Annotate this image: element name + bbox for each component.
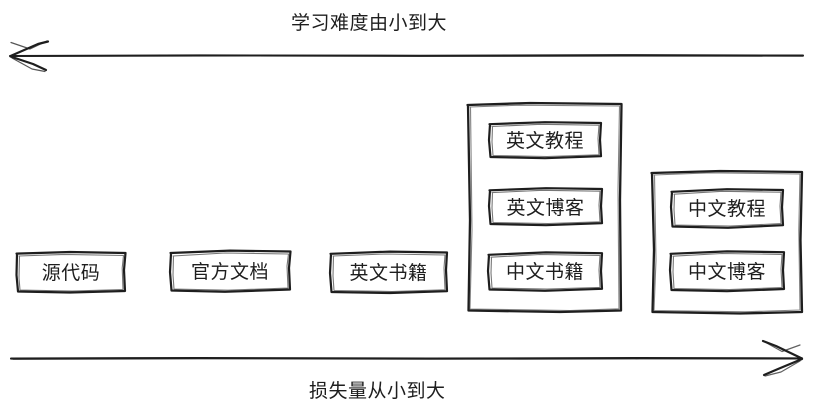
node-label: 英文教程 <box>505 131 584 152</box>
node-chinese-blog[interactable]: 中文博客 <box>670 252 784 290</box>
node-label: 源代码 <box>41 262 101 284</box>
node-label: 官方文档 <box>190 261 269 283</box>
node-source-code[interactable]: 源代码 <box>16 252 126 292</box>
node-label: 中文书籍 <box>505 262 584 283</box>
information-loss-axis-line <box>9 356 804 360</box>
english-resources-group[interactable] <box>467 103 622 312</box>
information-loss-arrowhead-right <box>761 339 804 377</box>
information-loss-axis-label: 损失量从小到大 <box>309 381 446 402</box>
node-label: 中文教程 <box>687 199 766 220</box>
node-label: 英文书籍 <box>349 262 428 284</box>
node-label: 英文博客 <box>506 197 585 219</box>
node-chinese-books[interactable]: 中文书籍 <box>488 253 602 290</box>
node-label: 中文博客 <box>687 261 766 283</box>
chinese-resources-group[interactable] <box>651 171 803 313</box>
node-english-blog[interactable]: 英文博客 <box>489 189 602 225</box>
learning-difficulty-axis-line <box>8 54 805 58</box>
node-english-tutorial[interactable]: 英文教程 <box>489 123 601 158</box>
node-chinese-tutorial[interactable]: 中文教程 <box>671 190 783 227</box>
node-official-docs[interactable]: 官方文档 <box>169 251 291 291</box>
learning-difficulty-axis-label: 学习难度由小到大 <box>291 13 448 34</box>
learning-difficulty-arrowhead-left <box>9 40 50 73</box>
node-english-books[interactable]: 英文书籍 <box>330 252 447 292</box>
